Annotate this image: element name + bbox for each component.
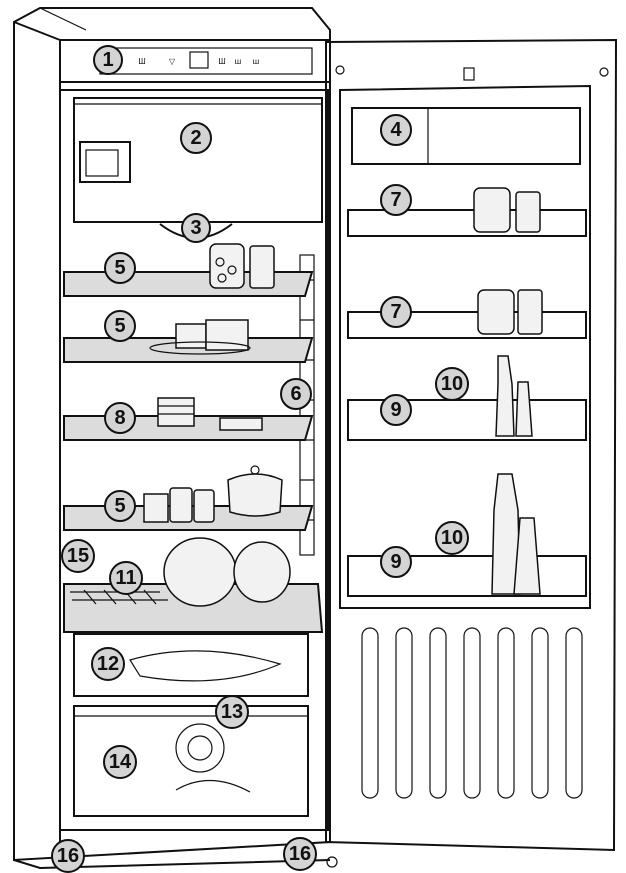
fish-drawer — [73, 633, 309, 697]
callout-16-left: 16 — [51, 839, 85, 873]
drawers — [73, 633, 309, 817]
vegetable-drawer — [73, 705, 309, 817]
svg-text:11: 11 — [115, 567, 136, 589]
display-icon — [189, 51, 209, 69]
svg-text:3: 3 — [190, 217, 201, 239]
svg-text:1: 1 — [102, 49, 113, 71]
svg-text:14: 14 — [109, 751, 132, 773]
callout-10-top: 10 — [435, 367, 469, 401]
callout-7-top: 7 — [380, 184, 412, 216]
callout-15: 15 — [61, 539, 95, 573]
callout-6: 6 — [280, 378, 312, 410]
bottle-rack — [63, 537, 324, 633]
svg-text:5: 5 — [114, 315, 125, 337]
door-shelf-3 — [347, 355, 587, 441]
svg-text:9: 9 — [390, 551, 401, 573]
callout-9-top: 9 — [380, 394, 412, 426]
callout-9-bottom: 9 — [380, 546, 412, 578]
callout-11: 11 — [109, 561, 143, 595]
control-icon-3: Ш — [218, 57, 225, 66]
callout-12: 12 — [91, 647, 125, 681]
pot-icon — [227, 473, 283, 517]
svg-text:5: 5 — [114, 257, 125, 279]
svg-text:16: 16 — [57, 845, 79, 867]
cabinet — [13, 7, 331, 870]
glass-shelf-1 — [63, 271, 314, 297]
cheese-wedge-icon — [205, 319, 249, 351]
freezer-compartment — [73, 97, 323, 223]
svg-text:10: 10 — [441, 527, 463, 549]
callouts: 1 2 3 4 5 5 5 6 7 7 8 9 9 10 10 11 12 13… — [51, 45, 469, 873]
callout-3: 3 — [181, 213, 211, 243]
callout-1: 1 — [93, 45, 123, 75]
freezer-latch — [79, 141, 131, 183]
control-icon-5: ш — [253, 57, 259, 66]
bottle-lying-icon-2 — [233, 541, 291, 603]
door-foot-icon — [326, 856, 338, 868]
control-icon-2: ▽ — [169, 57, 176, 66]
cake-icon — [157, 397, 195, 427]
door-vents — [361, 627, 583, 799]
door — [325, 38, 618, 852]
control-panel: Ш ▽ Ш ш ш — [99, 47, 313, 75]
callout-5-bottom: 5 — [104, 490, 136, 522]
svg-text:2: 2 — [190, 127, 201, 149]
callout-13: 13 — [215, 695, 249, 729]
svg-text:10: 10 — [441, 373, 463, 395]
butter-icon — [219, 417, 263, 431]
svg-text:16: 16 — [289, 843, 311, 865]
cup-icon — [169, 487, 193, 523]
callout-5-top: 5 — [104, 252, 136, 284]
svg-text:4: 4 — [390, 119, 402, 141]
shelf-food — [143, 243, 283, 523]
callout-4: 4 — [380, 114, 412, 146]
cheese-icon — [175, 323, 207, 349]
callout-5-middle: 5 — [104, 310, 136, 342]
box-icon — [143, 493, 169, 523]
callout-7-bottom: 7 — [380, 296, 412, 328]
door-shelf-4 — [347, 473, 587, 597]
svg-text:15: 15 — [67, 545, 89, 567]
callout-14: 14 — [103, 745, 137, 779]
callout-10-bottom: 10 — [435, 521, 469, 555]
control-icon-4: ш — [235, 57, 241, 66]
svg-text:7: 7 — [390, 301, 401, 323]
svg-text:5: 5 — [114, 495, 125, 517]
svg-text:9: 9 — [390, 399, 401, 421]
svg-text:6: 6 — [290, 383, 301, 405]
door-shelf-2 — [347, 289, 587, 339]
bottle-lying-icon — [163, 537, 237, 607]
butter-compartment — [351, 107, 581, 165]
control-icon-1: Ш — [138, 57, 145, 66]
svg-text:13: 13 — [221, 701, 243, 723]
svg-text:8: 8 — [114, 407, 125, 429]
can-icon — [249, 245, 275, 289]
callout-16-right: 16 — [283, 837, 317, 871]
svg-text:12: 12 — [97, 653, 119, 675]
cup-icon-2 — [193, 489, 215, 523]
svg-text:7: 7 — [390, 189, 401, 211]
jar-icon — [209, 243, 245, 289]
callout-8: 8 — [104, 402, 136, 434]
door-shelf-1 — [347, 187, 587, 237]
callout-2: 2 — [180, 122, 212, 154]
